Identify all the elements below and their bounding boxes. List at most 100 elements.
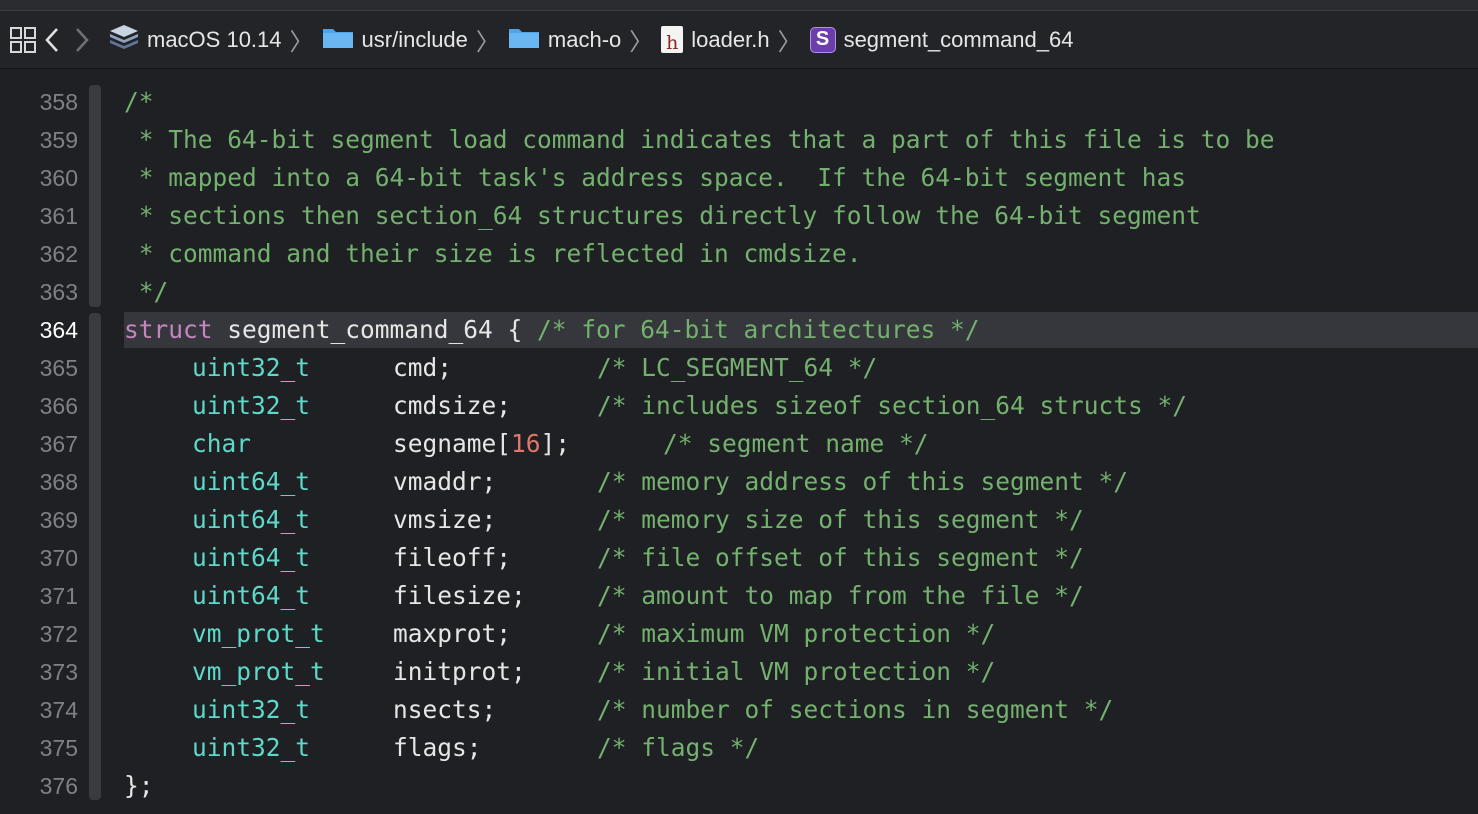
code-text: * sections then section_64 structures di… bbox=[124, 201, 1201, 230]
code-line[interactable]: 370 uint64_t fileoff; /* file offset of thi… bbox=[0, 539, 1478, 577]
chevron-right-icon: 〉 bbox=[629, 29, 654, 56]
number-token: 16 bbox=[511, 429, 541, 458]
code-text: struct segment_command_64 { /* for 64-bi… bbox=[124, 311, 980, 349]
breadcrumb-loader-h[interactable]: h loader.h bbox=[661, 26, 770, 53]
breadcrumb-segment-command-64[interactable]: S segment_command_64 bbox=[809, 26, 1073, 53]
line-number-partial: 357 bbox=[0, 69, 78, 74]
breadcrumb-usr-include[interactable]: usr/include bbox=[322, 25, 468, 55]
line-number: 372 bbox=[39, 621, 78, 647]
line-number: 367 bbox=[39, 431, 78, 457]
code-editor[interactable]: 357 358 /* 359 * The 64-bit segment load c… bbox=[0, 69, 1478, 814]
line-number: 363 bbox=[39, 279, 78, 305]
current-line-highlight bbox=[124, 312, 1478, 348]
type-token: uint32_t bbox=[192, 695, 311, 724]
type-token: uint64_t bbox=[192, 505, 311, 534]
code-text: */ bbox=[124, 277, 169, 306]
field-name-token: cmdsize; bbox=[393, 391, 512, 420]
line-number: 359 bbox=[39, 127, 78, 153]
code-line[interactable]: 367 char segname[16]; /* segment name */ bbox=[0, 425, 1478, 463]
comment-token: /* memory address of this segment */ bbox=[597, 467, 1129, 496]
struct-symbol-icon: S bbox=[809, 26, 836, 53]
code-line[interactable]: 362 * command and their size is reflecte… bbox=[0, 235, 1478, 273]
code-line[interactable]: 373 vm_prot_t initprot; /* initial VM prote… bbox=[0, 653, 1478, 691]
breadcrumb-label: mach-o bbox=[547, 26, 622, 52]
code-line[interactable]: 359 * The 64-bit segment load command in… bbox=[0, 121, 1478, 159]
comment-token: /* initial VM protection */ bbox=[597, 657, 996, 686]
keyword-token: struct bbox=[124, 315, 213, 344]
line-number: 373 bbox=[39, 659, 78, 685]
comment-token: /* amount to map from the file */ bbox=[597, 581, 1084, 610]
field-name-token: initprot; bbox=[393, 657, 526, 686]
field-name-token: filesize; bbox=[393, 581, 526, 610]
related-items-grid-icon[interactable] bbox=[9, 26, 37, 54]
code-line[interactable]: 361 * sections then section_64 structure… bbox=[0, 197, 1478, 235]
comment-token: /* includes sizeof section_64 structs */ bbox=[597, 391, 1188, 420]
code-line[interactable]: 376}; bbox=[0, 767, 1478, 805]
chevron-right-icon: 〉 bbox=[777, 29, 802, 56]
comment-token: /* flags */ bbox=[597, 733, 760, 762]
line-number: 374 bbox=[39, 697, 78, 723]
line-number: 368 bbox=[39, 469, 78, 495]
comment-token: /* for 64-bit architectures */ bbox=[537, 315, 980, 344]
line-number: 362 bbox=[39, 241, 78, 267]
line-number: 371 bbox=[39, 583, 78, 609]
line-number: 361 bbox=[39, 203, 78, 229]
comment-token: /* file offset of this segment */ bbox=[597, 543, 1084, 572]
line-number: 360 bbox=[39, 165, 78, 191]
code-line[interactable]: 364 struct segment_command_64 { /* for 64… bbox=[0, 311, 1478, 349]
line-number: 375 bbox=[39, 735, 78, 761]
code-text: }; bbox=[124, 771, 154, 800]
field-name-token: segname[ bbox=[393, 429, 512, 458]
line-number: 366 bbox=[39, 393, 78, 419]
line-number: 358 bbox=[39, 89, 78, 115]
type-token: uint32_t bbox=[192, 353, 311, 382]
sdk-icon bbox=[109, 24, 139, 56]
breadcrumb-mach-o[interactable]: mach-o bbox=[508, 25, 621, 55]
struct-fold-ribbon[interactable] bbox=[89, 313, 101, 800]
type-token: vm_prot_t bbox=[192, 657, 325, 686]
code-line[interactable]: 374 uint32_t nsects; /* number of sections … bbox=[0, 691, 1478, 729]
comment-fold-ribbon[interactable] bbox=[89, 85, 101, 307]
code-line[interactable]: 363 */ bbox=[0, 273, 1478, 311]
comment-token: /* number of sections in segment */ bbox=[597, 695, 1114, 724]
code-text: * mapped into a 64-bit task's address sp… bbox=[124, 163, 1187, 192]
field-token: segname[16]; bbox=[393, 425, 570, 463]
line-number: 370 bbox=[39, 545, 78, 571]
breadcrumb-sdk[interactable]: macOS 10.14 bbox=[109, 24, 282, 56]
type-token: uint32_t bbox=[192, 733, 311, 762]
field-name-token: maxprot; bbox=[393, 619, 512, 648]
type-token: uint64_t bbox=[192, 543, 311, 572]
comment-token: /* segment name */ bbox=[663, 429, 929, 458]
folder-icon bbox=[322, 25, 354, 55]
line-number: 364 bbox=[39, 317, 78, 343]
code-text: /* bbox=[124, 87, 154, 116]
code-text: * The 64-bit segment load command indica… bbox=[124, 125, 1275, 154]
forward-arrow-icon[interactable] bbox=[67, 20, 97, 60]
field-name-token: nsects; bbox=[393, 695, 497, 724]
struct-name-token: segment_command_64 { bbox=[212, 315, 538, 344]
back-arrow-icon[interactable] bbox=[37, 20, 67, 60]
line-number: 369 bbox=[39, 507, 78, 533]
line-number: 376 bbox=[39, 773, 78, 799]
jump-bar: macOS 10.14 〉 usr/include 〉 mach-o 〉 bbox=[0, 11, 1478, 69]
code-line[interactable]: 360 * mapped into a 64-bit task's addres… bbox=[0, 159, 1478, 197]
breadcrumb-label: loader.h bbox=[691, 26, 770, 52]
type-token: uint64_t bbox=[192, 467, 311, 496]
line-number: 365 bbox=[39, 355, 78, 381]
field-name-token: fileoff; bbox=[393, 543, 512, 572]
field-name-token: ]; bbox=[540, 429, 571, 458]
breadcrumb-label: usr/include bbox=[361, 26, 468, 52]
type-token: uint64_t bbox=[192, 581, 311, 610]
code-line[interactable]: 371 uint64_t filesize; /* amount to map fro… bbox=[0, 577, 1478, 615]
field-name-token: cmd; bbox=[393, 353, 453, 382]
code-line[interactable]: 358 /* bbox=[0, 83, 1478, 121]
folder-icon bbox=[508, 25, 540, 55]
type-token: char bbox=[192, 429, 252, 458]
comment-token: /* memory size of this segment */ bbox=[597, 505, 1084, 534]
